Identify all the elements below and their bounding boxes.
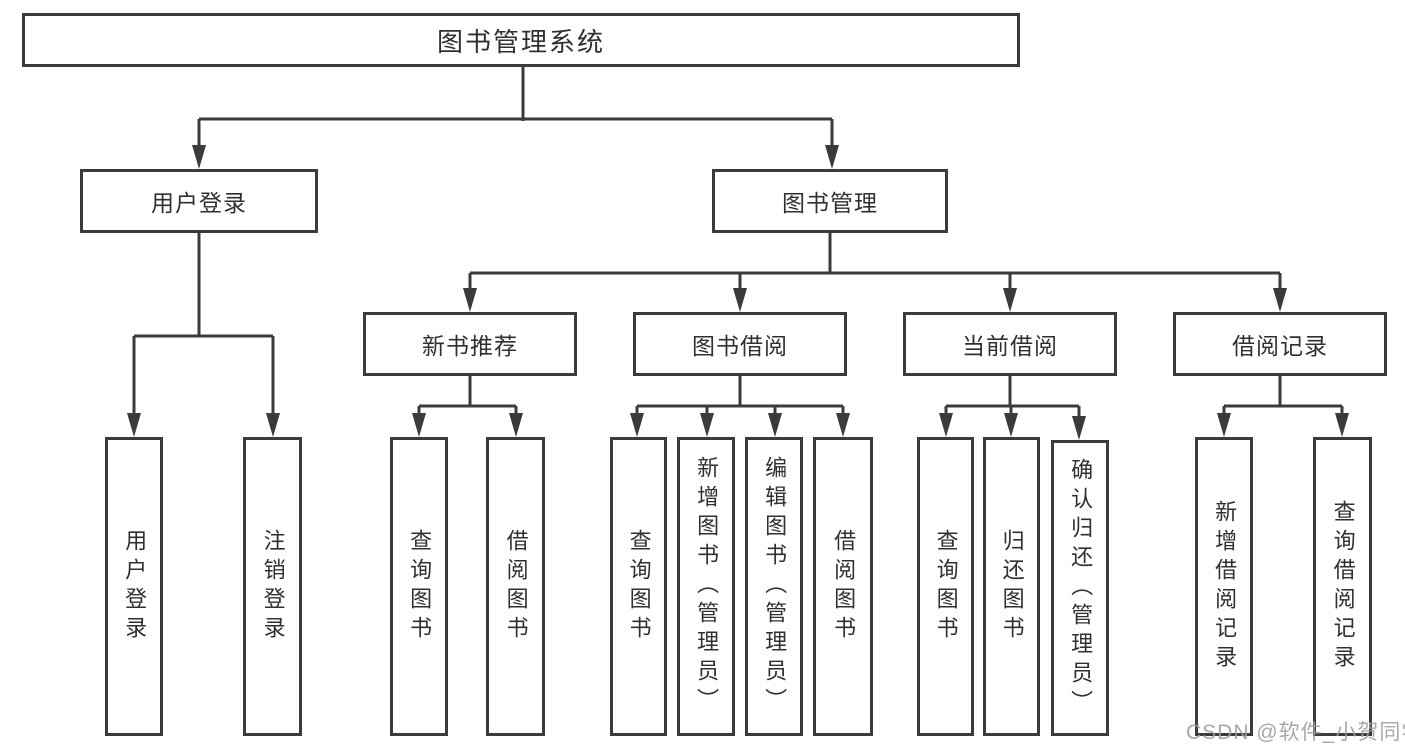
leaf-add-book: 新增图书（管理员）	[677, 437, 735, 736]
node-current-borrow-label: 当前借阅	[962, 333, 1058, 359]
connector-book-mgmt-children	[468, 233, 1282, 291]
leaf-borrow-book-1: 借阅图书	[486, 437, 545, 736]
csdn-watermark: CSDN @软件_小贺同学	[1186, 721, 1405, 744]
node-book-mgmt-label: 图书管理	[782, 190, 878, 216]
leaf-user-login-label: 用户登录	[122, 528, 148, 645]
leaf-confirm-return: 确认归还（管理员）	[1051, 440, 1109, 736]
leaf-query-borrow-record: 查询借阅记录	[1313, 437, 1372, 736]
leaf-edit-book-label: 编辑图书（管理员）	[762, 456, 788, 717]
node-root-label: 图书管理系统	[436, 26, 605, 57]
leaf-user-login: 用户登录	[105, 437, 163, 736]
node-book-mgmt: 图书管理	[712, 169, 948, 233]
connector-borrow-records-children	[1222, 376, 1344, 416]
leaf-query-borrow-record-label: 查询借阅记录	[1330, 499, 1356, 674]
leaf-query-book-2: 查询图书	[610, 437, 667, 736]
connector-current-borrow-children	[944, 376, 1081, 419]
connector-user-login-children	[132, 233, 275, 416]
node-book-borrow-label: 图书借阅	[692, 333, 788, 359]
arrowheads	[127, 145, 1349, 440]
node-book-borrow: 图书借阅	[633, 312, 847, 376]
node-user-login: 用户登录	[80, 169, 318, 233]
connector-new-book-rec-children	[417, 376, 518, 416]
leaf-return-book-label: 归还图书	[999, 528, 1025, 645]
leaf-confirm-return-label: 确认归还（管理员）	[1068, 457, 1094, 719]
leaf-query-book-3-label: 查询图书	[933, 528, 959, 645]
leaf-edit-book: 编辑图书（管理员）	[745, 437, 803, 736]
leaf-return-book: 归还图书	[983, 437, 1040, 736]
node-new-book-rec: 新书推荐	[363, 312, 577, 376]
node-borrow-records-label: 借阅记录	[1232, 333, 1328, 359]
node-user-login-label: 用户登录	[151, 190, 247, 216]
node-borrow-records: 借阅记录	[1173, 312, 1387, 376]
node-current-borrow: 当前借阅	[903, 312, 1117, 376]
leaf-add-borrow-record-label: 新增借阅记录	[1212, 499, 1238, 674]
leaf-logout: 注销登录	[243, 437, 302, 736]
leaf-borrow-book-2-label: 借阅图书	[831, 528, 857, 645]
leaf-logout-label: 注销登录	[260, 528, 286, 645]
leaf-query-book-1-label: 查询图书	[407, 528, 433, 645]
leaf-add-book-label: 新增图书（管理员）	[694, 456, 720, 717]
leaf-add-borrow-record: 新增借阅记录	[1195, 437, 1253, 736]
leaf-borrow-book-1-label: 借阅图书	[503, 528, 529, 645]
connector-book-borrow-children	[635, 376, 845, 416]
leaf-query-book-2-label: 查询图书	[626, 528, 652, 645]
node-root: 图书管理系统	[22, 13, 1020, 67]
leaf-query-book-3: 查询图书	[917, 437, 974, 736]
connector-root-to-level2	[197, 67, 834, 148]
leaf-query-book-1: 查询图书	[390, 437, 448, 736]
node-new-book-rec-label: 新书推荐	[422, 333, 518, 359]
leaf-borrow-book-2: 借阅图书	[813, 437, 873, 736]
